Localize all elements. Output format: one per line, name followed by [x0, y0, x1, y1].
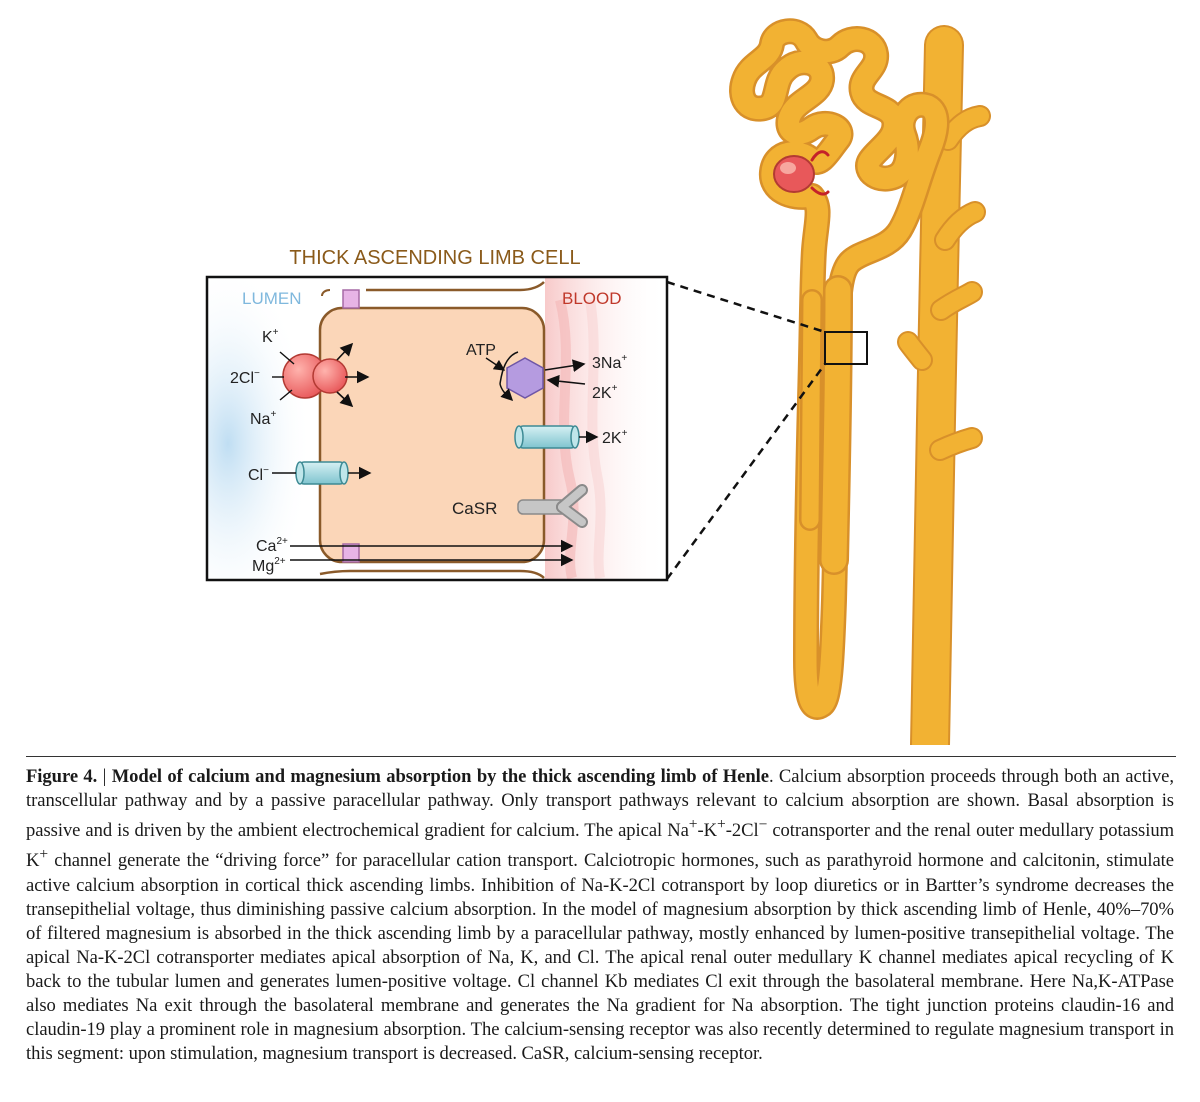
caption-sup: +	[39, 846, 48, 863]
loop-of-henle	[742, 31, 936, 707]
caption-sup: +	[689, 816, 698, 833]
lumen-label: LUMEN	[242, 289, 302, 308]
caption-text: channel generate the “driving force” for…	[26, 851, 1174, 1065]
caption-text: -2Cl	[726, 820, 759, 841]
figure-illustration: THICK ASCENDING LIMB CELL LUMEN BLOOD K+…	[0, 0, 1200, 745]
figure-caption: Figure 4. | Model of calcium and magnesi…	[26, 765, 1174, 1067]
caption-sup: −	[759, 816, 768, 833]
figure-label: Figure 4.	[26, 766, 97, 787]
caption-divider	[26, 756, 1176, 757]
nephron-tubule	[742, 31, 980, 745]
cell-panel	[207, 277, 667, 580]
figure-title: Model of calcium and magnesium absorptio…	[112, 766, 769, 787]
caption-separator: |	[97, 766, 111, 787]
caption-text: -K	[698, 820, 718, 841]
casr-label: CaSR	[452, 499, 497, 518]
caption-sup: +	[717, 816, 726, 833]
epithelial-cell	[320, 308, 544, 562]
tight-junction-top	[343, 290, 359, 308]
cell-title: THICK ASCENDING LIMB CELL	[289, 247, 580, 269]
atp-label: ATP	[466, 342, 496, 359]
blood-label: BLOOD	[562, 289, 622, 308]
